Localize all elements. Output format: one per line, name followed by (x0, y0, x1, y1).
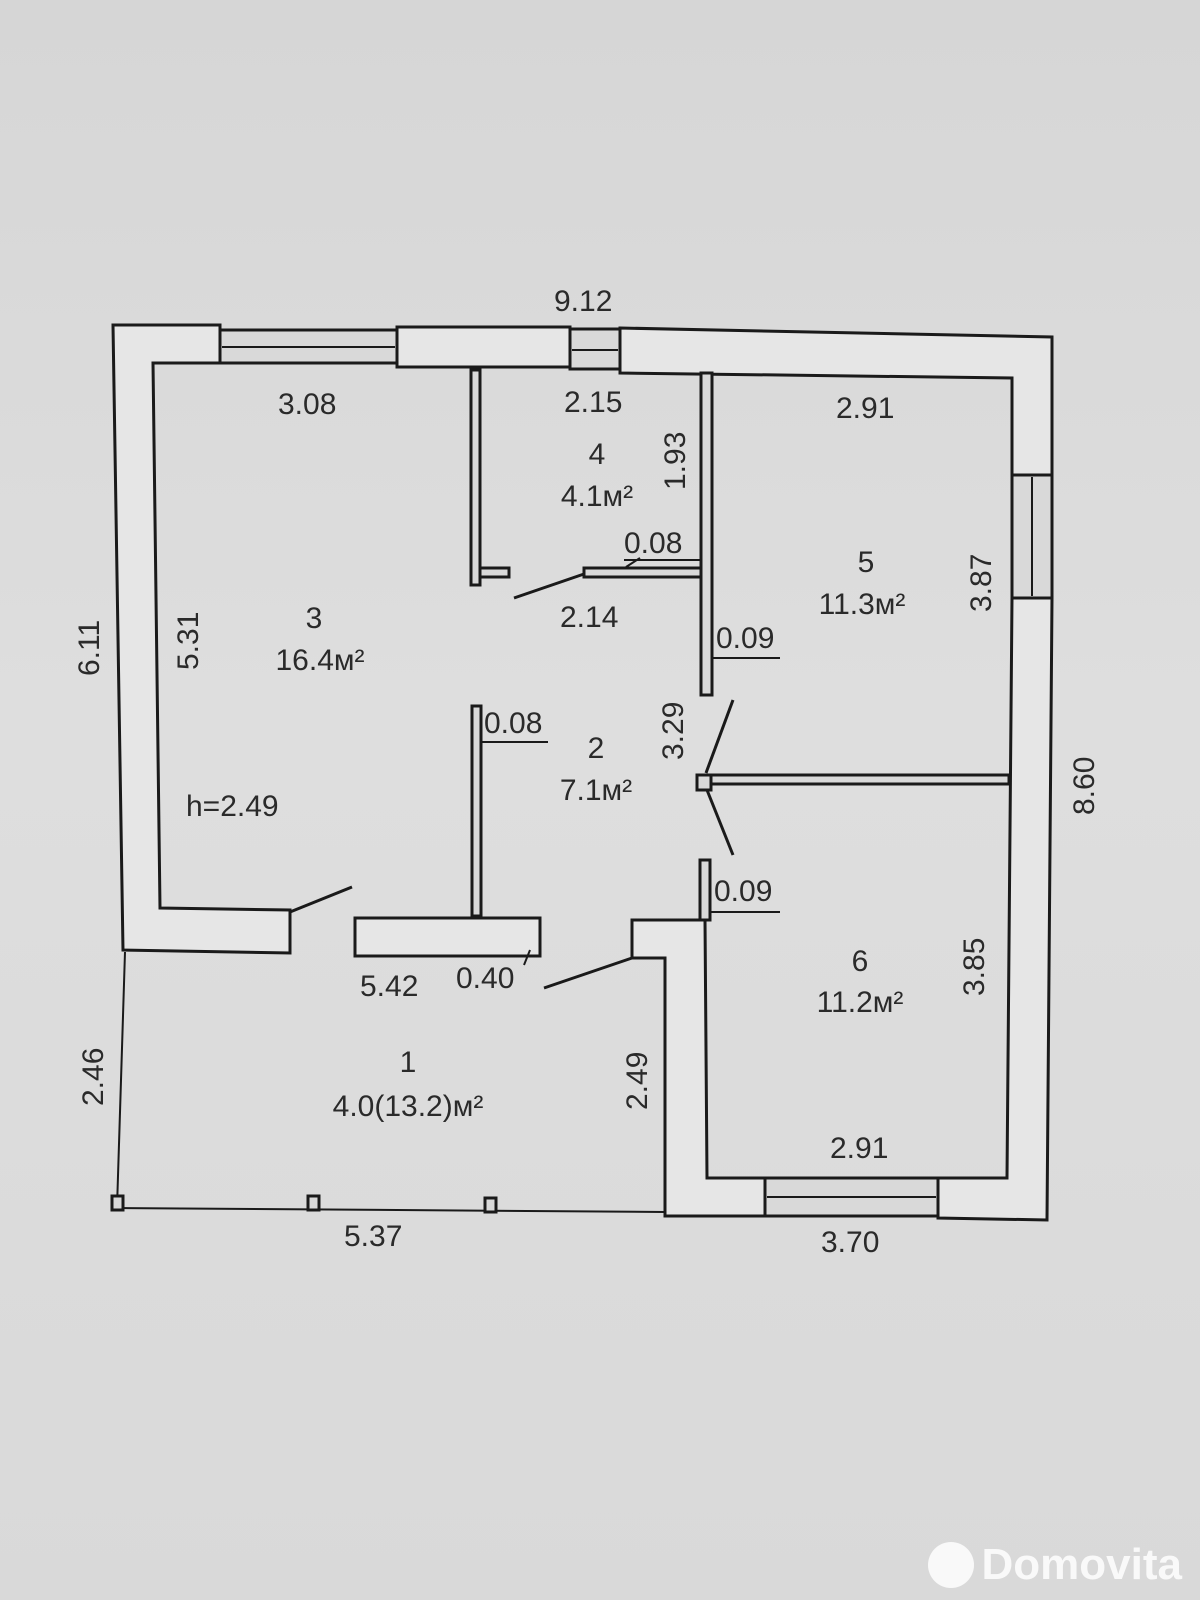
partition (695, 773, 713, 792)
dim-top-overall: 9.12 (554, 285, 612, 318)
partition (478, 566, 511, 579)
interior-partitions (469, 368, 1011, 922)
dim-left-overall: 6.11 (73, 620, 106, 676)
windows (218, 327, 1054, 1218)
room-labels: 3 16.4м² 4 4.1м² 5 11.3м² 2 7.1м² 6 11.2… (275, 438, 905, 1123)
dim-room2-wall: 0.08 (484, 707, 542, 740)
logo-icon (927, 1542, 974, 1588)
room-area: 11.3м² (819, 588, 906, 621)
dim-bottom-left: 5.37 (344, 1220, 402, 1253)
domovita-watermark: Domovita (927, 1540, 1182, 1590)
dim-room4-wall: 0.08 (624, 527, 682, 560)
room-area: 4.0(13.2)м² (333, 1090, 484, 1123)
room-area: 11.2м² (817, 986, 904, 1019)
dim-porch-top: 5.42 (360, 970, 418, 1003)
porch-post (110, 1194, 125, 1212)
dim-room5-side: 3.87 (965, 554, 998, 612)
room-area: 4.1м² (561, 480, 633, 513)
dim-porch-right: 2.49 (621, 1052, 654, 1110)
dim-room6-side: 3.85 (958, 938, 991, 996)
dim-room5-top: 2.91 (836, 392, 894, 425)
door-swing (705, 789, 735, 856)
partition (709, 773, 1011, 786)
dim-room3-side: 5.31 (172, 612, 205, 670)
watermark-text: Domovita (981, 1540, 1182, 1589)
dim-room4-side: 1.93 (659, 432, 692, 490)
dim-room5-wall: 0.09 (716, 622, 774, 655)
dim-height: h=2.49 (186, 790, 279, 823)
room-number: 5 (858, 546, 875, 579)
door-swing (513, 572, 585, 600)
partition (469, 368, 482, 587)
room-area: 16.4м² (275, 644, 364, 677)
exterior-wall (395, 325, 572, 369)
porch (110, 951, 666, 1214)
dim-room6-bottom: 2.91 (830, 1132, 888, 1165)
porch-edge (116, 1207, 666, 1213)
door-swing (543, 956, 633, 990)
partition (699, 371, 714, 697)
dim-room2-side: 3.29 (657, 702, 690, 760)
outer-walls (111, 323, 1054, 1222)
room-area: 7.1м² (560, 774, 632, 807)
door-swing (289, 885, 353, 914)
dim-right-overall: 8.60 (1068, 757, 1101, 815)
exterior-wall (353, 916, 542, 958)
dim-bottom-right: 3.70 (821, 1226, 879, 1259)
dim-room3-top: 3.08 (278, 388, 336, 421)
room-number: 1 (400, 1046, 417, 1079)
leader-lines (481, 559, 780, 913)
door-swing (704, 699, 735, 774)
room-number: 3 (306, 602, 323, 635)
room-number: 4 (589, 438, 606, 471)
dim-door-width: 0.40 (456, 962, 514, 995)
dim-room6-wall: 0.09 (714, 875, 772, 908)
dim-porch-left: 2.46 (77, 1048, 110, 1106)
exterior-wall (936, 596, 1054, 1222)
porch-post (483, 1196, 498, 1214)
room-number: 6 (852, 945, 869, 978)
partition (582, 566, 703, 579)
dimension-labels: 9.12 3.08 2.15 2.91 1.93 0.08 2.14 0.09 … (73, 285, 1101, 1259)
room-number: 2 (588, 732, 605, 765)
dim-corridor-top: 2.14 (560, 601, 618, 634)
partition (698, 858, 712, 922)
dim-room4-top: 2.15 (564, 386, 622, 419)
partition (470, 704, 483, 918)
porch-edge (116, 951, 126, 1209)
porch-post (306, 1194, 321, 1212)
